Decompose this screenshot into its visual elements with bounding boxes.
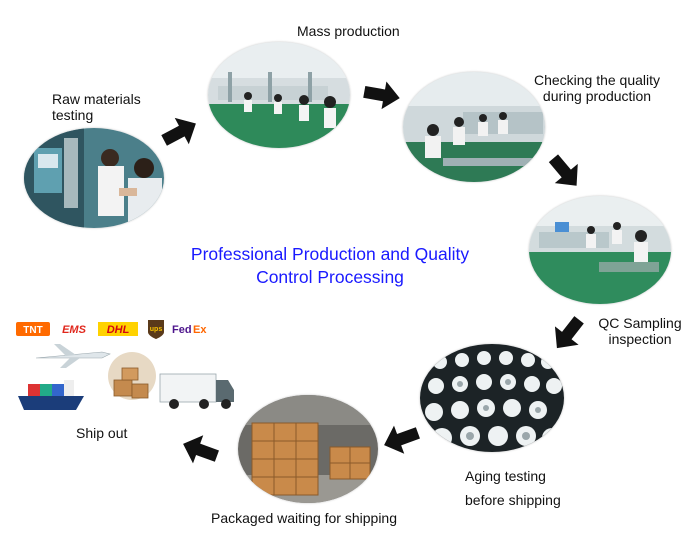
- label-mass-production: Mass production: [297, 23, 400, 39]
- diagram-title: Professional Production and Quality Cont…: [160, 243, 500, 289]
- ship-out-illustration: TNT EMS DHL ups Fed Ex: [14, 318, 234, 418]
- label-ship-out: Ship out: [76, 425, 128, 441]
- arrow-raw-to-mass: [161, 117, 196, 146]
- arrow-qc-to-aging: [554, 316, 584, 349]
- arrow-aging-to-packaged: [384, 425, 420, 454]
- ems-logo: EMS: [56, 322, 92, 336]
- raw-materials-photo: [24, 128, 164, 228]
- packaged-photo: [238, 395, 378, 503]
- fedex-ex-text: Ex: [193, 324, 207, 336]
- title-line-1: Professional Production and Quality: [190, 244, 470, 264]
- quality-check-photo: [403, 72, 545, 182]
- arrow-check-to-qc: [548, 154, 578, 186]
- dhl-logo: DHL: [98, 322, 138, 336]
- label-qc-sampling: QC Sampling inspection: [598, 315, 682, 347]
- label-packaged: Packaged waiting for shipping: [211, 510, 398, 526]
- airplane-icon: [35, 344, 111, 368]
- qc-sampling-photo: [529, 196, 671, 304]
- dhl-logo-text: DHL: [107, 324, 130, 336]
- truck-icon: [159, 373, 234, 409]
- arrow-packaged-to-ship: [183, 435, 219, 464]
- label-aging-testing: Aging testing before shipping: [465, 468, 561, 508]
- tnt-logo: TNT: [16, 322, 50, 336]
- title-line-2: Control Processing: [256, 267, 404, 287]
- arrow-mass-to-check: [363, 81, 400, 110]
- aging-testing-photo: [420, 344, 564, 452]
- ems-logo-text: EMS: [62, 324, 87, 336]
- ups-logo: ups: [148, 320, 164, 339]
- tnt-logo-text: TNT: [23, 325, 42, 336]
- fedex-fed-text: Fed: [172, 324, 192, 336]
- ship-icon: [18, 380, 84, 410]
- fedex-logo: Fed Ex: [172, 324, 207, 336]
- mass-production-photo: [208, 42, 350, 148]
- parcel-boxes-icon: [108, 352, 156, 400]
- label-checking-quality: Checking the quality during production: [533, 72, 661, 104]
- label-raw-materials: Raw materials testing: [52, 91, 141, 123]
- ups-logo-text: ups: [150, 326, 163, 333]
